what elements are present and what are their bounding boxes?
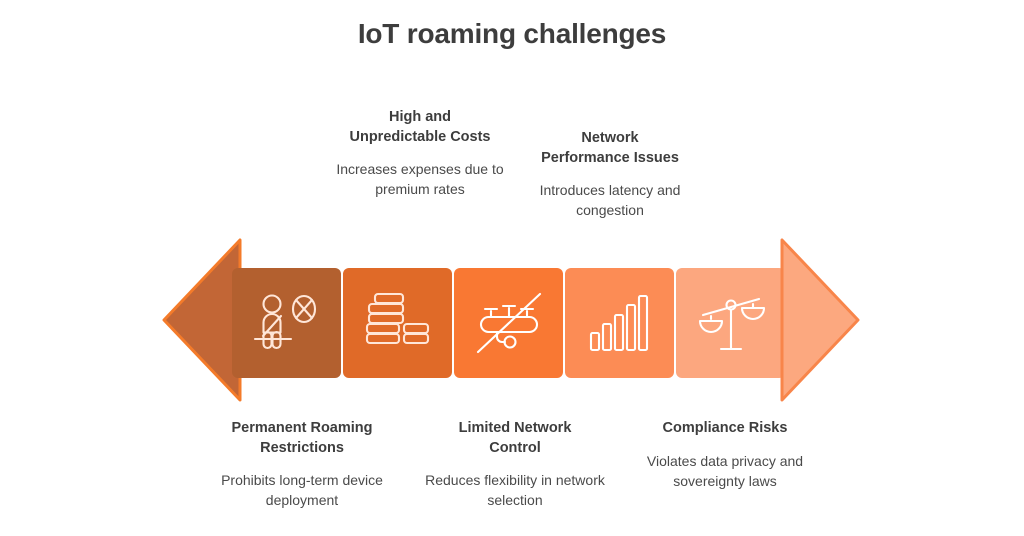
process-block-network-performance-issues[interactable] bbox=[565, 268, 674, 378]
callout-title-line2: Performance Issues bbox=[541, 149, 679, 166]
coin-stacks-icon bbox=[363, 292, 433, 354]
process-arrow bbox=[0, 238, 1024, 402]
callout-title-line1: Permanent Roaming bbox=[231, 420, 373, 436]
callout-title-line2: Unpredictable Costs bbox=[349, 128, 491, 145]
process-block-limited-network-control[interactable] bbox=[454, 268, 563, 378]
process-block-compliance-risks[interactable] bbox=[676, 268, 785, 378]
callout-limited-network-control: Limited Network Control Reduces flexibil… bbox=[411, 419, 619, 511]
right-arrow-head bbox=[780, 238, 860, 402]
callout-title-line2: Control bbox=[489, 439, 541, 456]
callout-title: Compliance Risks bbox=[616, 419, 834, 439]
callout-description: Introduces latency and congestion bbox=[539, 182, 681, 219]
callout-description: Reduces flexibility in network selection bbox=[425, 472, 605, 509]
signal-bars-icon bbox=[588, 293, 652, 353]
callout-title: Limited Network Control bbox=[411, 419, 619, 458]
callout-description: Violates data privacy and sovereignty la… bbox=[646, 452, 804, 489]
callout-title: High and Unpredictable Costs bbox=[320, 108, 520, 147]
page-title: IoT roaming challenges bbox=[357, 18, 667, 49]
callout-description: Increases expenses due to premium rates bbox=[336, 161, 504, 198]
process-block-row bbox=[232, 268, 785, 378]
callout-permanent-roaming-restrictions: Permanent Roaming Restrictions Prohibits… bbox=[188, 419, 416, 511]
callout-title: Permanent Roaming Restrictions bbox=[188, 419, 416, 458]
callout-title: Network Performance Issues bbox=[506, 129, 714, 168]
callout-title-line1: Compliance Risks bbox=[662, 420, 788, 436]
callout-network-performance-issues: Network Performance Issues Introduces la… bbox=[506, 129, 714, 221]
scales-of-justice-icon bbox=[695, 291, 767, 355]
callout-compliance-risks: Compliance Risks Violates data privacy a… bbox=[616, 419, 834, 491]
router-blocked-icon bbox=[472, 290, 546, 356]
callout-title-line1: Network bbox=[581, 130, 639, 146]
callout-title-line2: Restrictions bbox=[260, 439, 344, 456]
callout-high-unpredictable-costs: High and Unpredictable Costs Increases e… bbox=[320, 108, 520, 200]
callout-title-line1: High and bbox=[388, 109, 452, 125]
left-arrow-head bbox=[162, 238, 242, 402]
process-block-permanent-roaming-restrictions[interactable] bbox=[232, 268, 341, 378]
callout-title-line1: Limited Network bbox=[458, 420, 572, 436]
process-block-high-unpredictable-costs[interactable] bbox=[343, 268, 452, 378]
person-seated-blocked-icon bbox=[251, 292, 323, 354]
callout-description: Prohibits long-term device deployment bbox=[221, 472, 383, 509]
